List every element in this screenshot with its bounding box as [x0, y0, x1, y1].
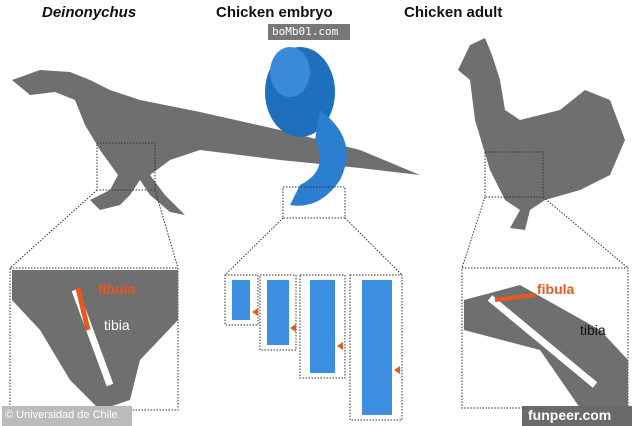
label-left-tibia: tibia — [104, 317, 130, 333]
title-chicken-adult: Chicken adult — [404, 4, 503, 21]
title-chicken-embryo: Chicken embryo — [216, 4, 333, 21]
watermark-bottom-right: funpeer.com — [528, 407, 612, 423]
label-right-fibula: fibula — [537, 281, 575, 297]
watermark-bottom-left: © Universidad de Chile — [5, 409, 118, 421]
chicken-silhouette — [458, 38, 625, 230]
title-deinonychus: Deinonychus — [42, 4, 137, 21]
label-left-fibula: fibula — [98, 281, 136, 297]
label-right-tibia: tibia — [580, 322, 606, 338]
embryo-image — [265, 47, 347, 206]
watermark-top: boMb01.com — [272, 25, 339, 38]
deinonychus-silhouette — [12, 70, 420, 215]
